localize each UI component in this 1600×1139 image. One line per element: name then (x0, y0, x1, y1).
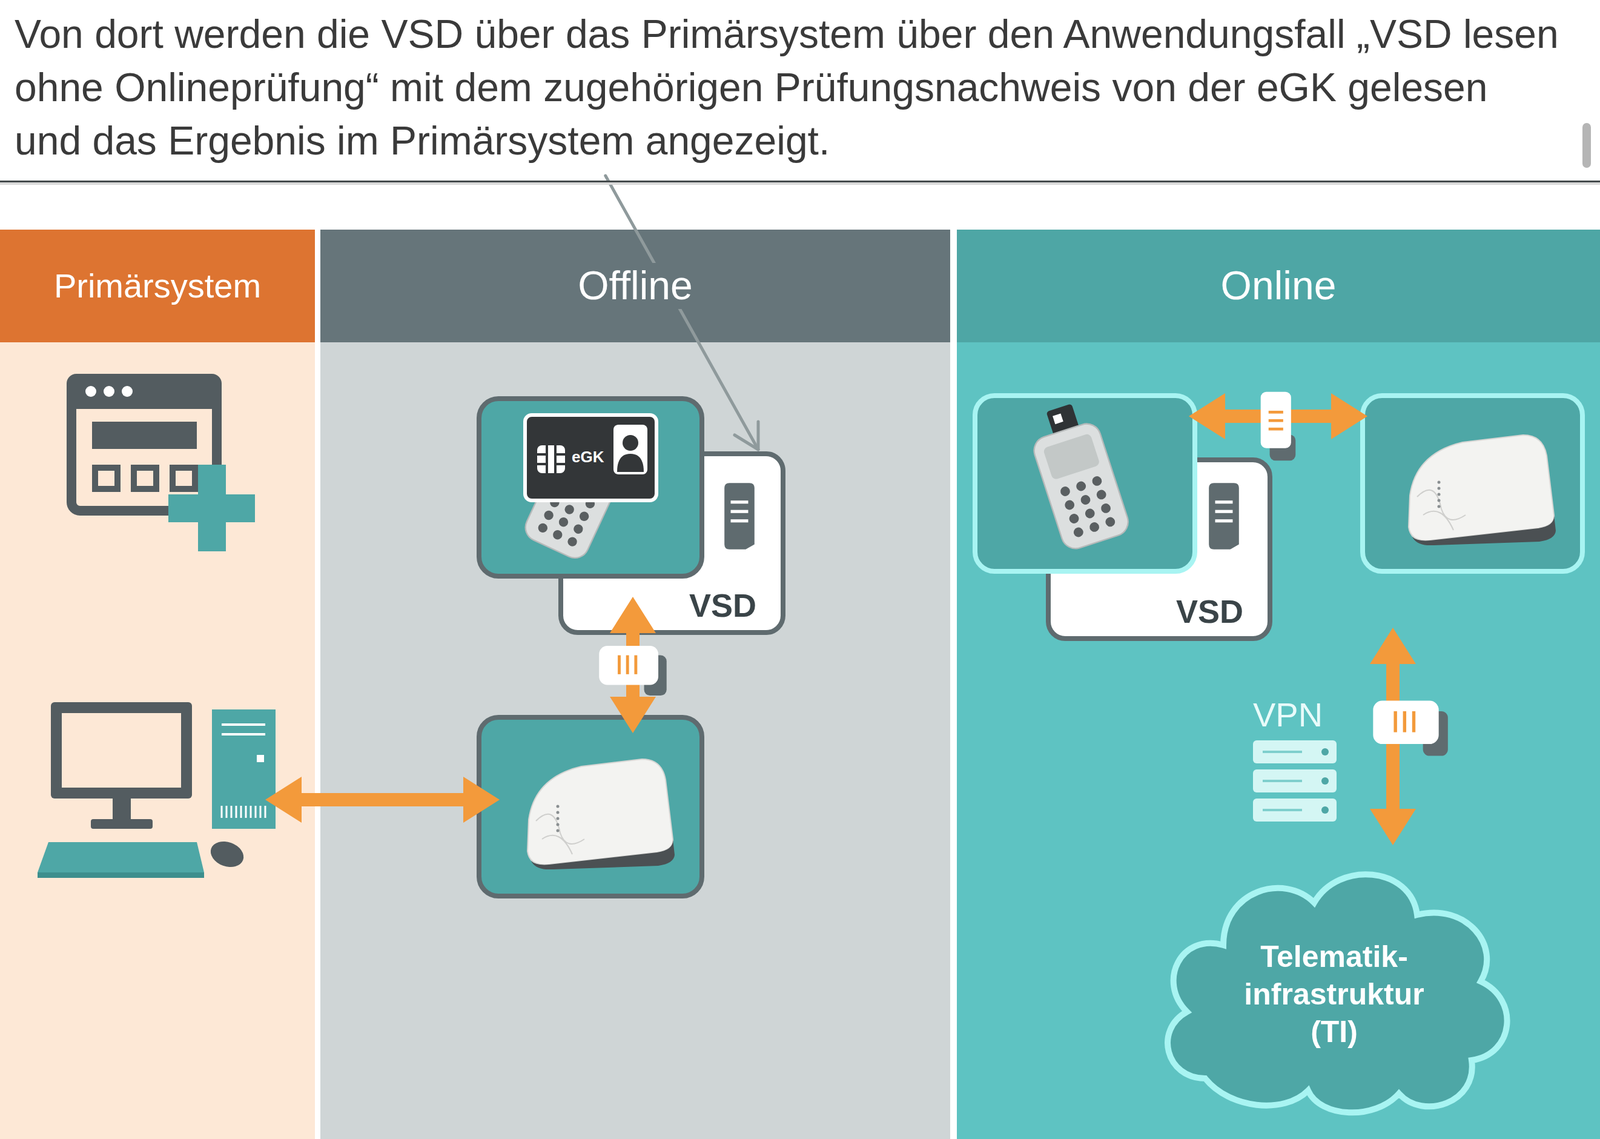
connector-box (479, 717, 702, 896)
double-arrow (265, 776, 500, 823)
server-icon (1321, 747, 1329, 756)
cloud-shape (1167, 873, 1507, 1112)
server-icon (1252, 740, 1337, 764)
connector-device (527, 758, 675, 870)
column-title: Online (1214, 262, 1343, 309)
computer-icon (230, 805, 233, 818)
document-icon (724, 482, 755, 550)
column-header: Offline (320, 229, 951, 343)
column-title: Primärsystem (47, 266, 268, 306)
computer-icon (61, 712, 182, 788)
health-card: eGK (523, 413, 659, 503)
computer-icon (245, 805, 248, 818)
computer-icon (221, 732, 266, 736)
document-label: VSD (689, 588, 757, 622)
computer-icon (211, 709, 276, 829)
column-band (320, 229, 951, 343)
computer-icon (207, 836, 248, 872)
connector-box (1362, 395, 1583, 572)
data-packet (598, 645, 667, 696)
computer-icon (221, 723, 266, 726)
computer-icon (250, 805, 252, 818)
column-title: Offline (571, 262, 699, 309)
chip-icon (537, 445, 566, 473)
connector-device (1408, 434, 1556, 546)
column-header: Online (956, 229, 1600, 343)
photo-icon (622, 434, 639, 451)
computer-icon (112, 798, 131, 820)
column-ground (0, 342, 315, 1139)
computer-icon (90, 818, 153, 829)
card-terminal (1030, 419, 1132, 552)
text-box-shadow (0, 182, 1600, 185)
computer-icon (256, 754, 265, 762)
scrollbar-thumb (1582, 122, 1591, 168)
column-band (956, 229, 1600, 343)
photo-icon (613, 424, 648, 475)
app-icon (121, 385, 133, 397)
photo-icon (612, 423, 649, 476)
app-icon (133, 467, 157, 489)
computer-icon (50, 701, 192, 799)
server-icon (1262, 750, 1303, 753)
computer-icon (235, 805, 238, 818)
cloud-label: Telematik- infrastruktur (TI) (1243, 937, 1424, 1051)
column-band: Primärsystem (0, 229, 315, 1139)
app-icon (92, 421, 197, 449)
column-band: Offline eGK VSD (320, 229, 951, 1139)
app-icon (95, 467, 118, 489)
computer-icon (221, 805, 266, 818)
document-label: VSD (1176, 594, 1244, 628)
leader-line (605, 175, 759, 450)
document-box: VSD (558, 451, 786, 635)
photo-icon (617, 453, 644, 472)
column-ground (956, 342, 1600, 1139)
server-icon (1321, 806, 1329, 814)
chip-icon (535, 443, 567, 475)
app-icon (66, 373, 255, 552)
chip-icon (537, 445, 566, 473)
caption-text: Von dort werden die VSD über das Primärs… (14, 7, 1565, 168)
computer-icon (264, 805, 267, 818)
leader-arrowhead (734, 421, 759, 450)
server-icon (1252, 740, 1337, 822)
column-band: OnlineVSD Telematik- infrastruktur (TI) (956, 229, 1600, 1139)
document-box: VSD (1045, 457, 1273, 641)
computer-icon (37, 701, 276, 878)
card-terminal (1023, 397, 1132, 552)
column-band (0, 229, 315, 343)
app-icon (168, 494, 255, 523)
text-box-border (0, 180, 1600, 183)
server-icon (1321, 747, 1329, 814)
computer-icon (259, 805, 262, 818)
data-packet (1260, 391, 1296, 461)
computer-icon (254, 805, 257, 818)
computer-icon (240, 805, 243, 818)
app-icon (172, 467, 196, 489)
card-label: eGK (571, 448, 604, 466)
computer-icon (221, 805, 223, 818)
app-icon (103, 385, 115, 397)
app-icon (66, 373, 222, 409)
column-header: Primärsystem (0, 229, 315, 343)
server-icon (1262, 751, 1303, 810)
computer-icon (37, 872, 205, 878)
column-ground (320, 342, 951, 1139)
data-packet (1372, 700, 1448, 756)
server-icon (1262, 808, 1303, 811)
card-terminal (1052, 413, 1064, 425)
computer-icon (225, 805, 228, 818)
server-icon (1252, 798, 1337, 822)
terminal-box (975, 395, 1195, 572)
document-icon (1208, 482, 1240, 550)
computer-icon (37, 841, 205, 873)
server-icon (1252, 769, 1337, 793)
server-icon (1321, 776, 1329, 785)
app-icon (85, 385, 97, 397)
server-icon (1262, 779, 1303, 782)
cloud-node: Telematik- infrastruktur (TI) (1157, 856, 1511, 1113)
terminal-box (479, 398, 702, 576)
network-label: VPN (1252, 697, 1323, 732)
